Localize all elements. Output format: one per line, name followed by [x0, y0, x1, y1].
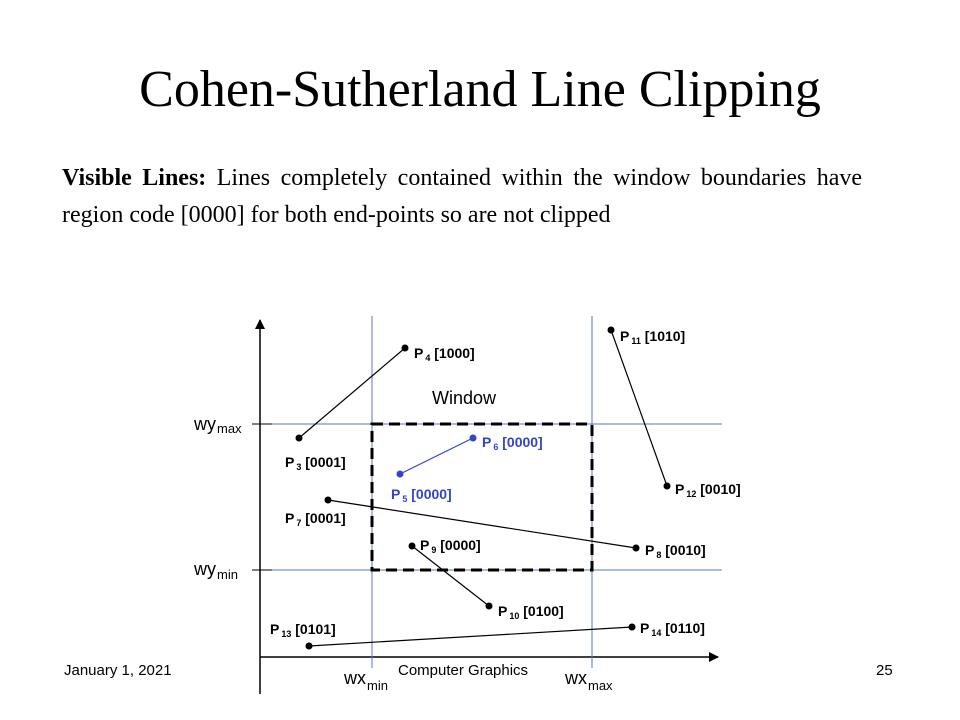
- footer-course: Computer Graphics: [398, 662, 529, 679]
- point-p12: [663, 482, 671, 490]
- point-p14: [628, 623, 636, 631]
- label-wy-min: wymin: [193, 559, 238, 582]
- line-p3-p4: [298, 347, 406, 439]
- footer-page-number: 25: [876, 662, 893, 679]
- point-p5: [396, 470, 404, 478]
- point-p9: [408, 542, 416, 550]
- point-p3: [295, 434, 303, 442]
- line-p5-p6: [399, 437, 474, 475]
- slide-body: Visible Lines: Lines completely containe…: [62, 160, 862, 234]
- slide-title: Cohen-Sutherland Line Clipping: [139, 61, 821, 118]
- line-p13-p14: [308, 626, 633, 647]
- body-bold-label: Visible Lines:: [62, 165, 207, 191]
- line-p11-p12: [610, 329, 668, 487]
- footer-date: January 1, 2021: [64, 662, 172, 679]
- point-p11: [607, 326, 615, 334]
- point-p7: [324, 496, 332, 504]
- point-p8: [632, 544, 640, 552]
- point-p6: [469, 434, 477, 442]
- point-p4: [401, 344, 409, 352]
- window-label: Window: [432, 388, 497, 408]
- point-p10: [485, 602, 493, 610]
- body-text: Lines completely contained within the wi…: [62, 165, 862, 228]
- label-wy-max: wymax: [193, 414, 242, 436]
- line-p7-p8: [327, 499, 637, 549]
- point-p13: [305, 642, 313, 650]
- clipping-window: [370, 422, 594, 572]
- line-p9-p10: [411, 545, 490, 607]
- label-wx-min: wxmin: [343, 668, 388, 693]
- label-wx-max: wxmax: [564, 668, 613, 693]
